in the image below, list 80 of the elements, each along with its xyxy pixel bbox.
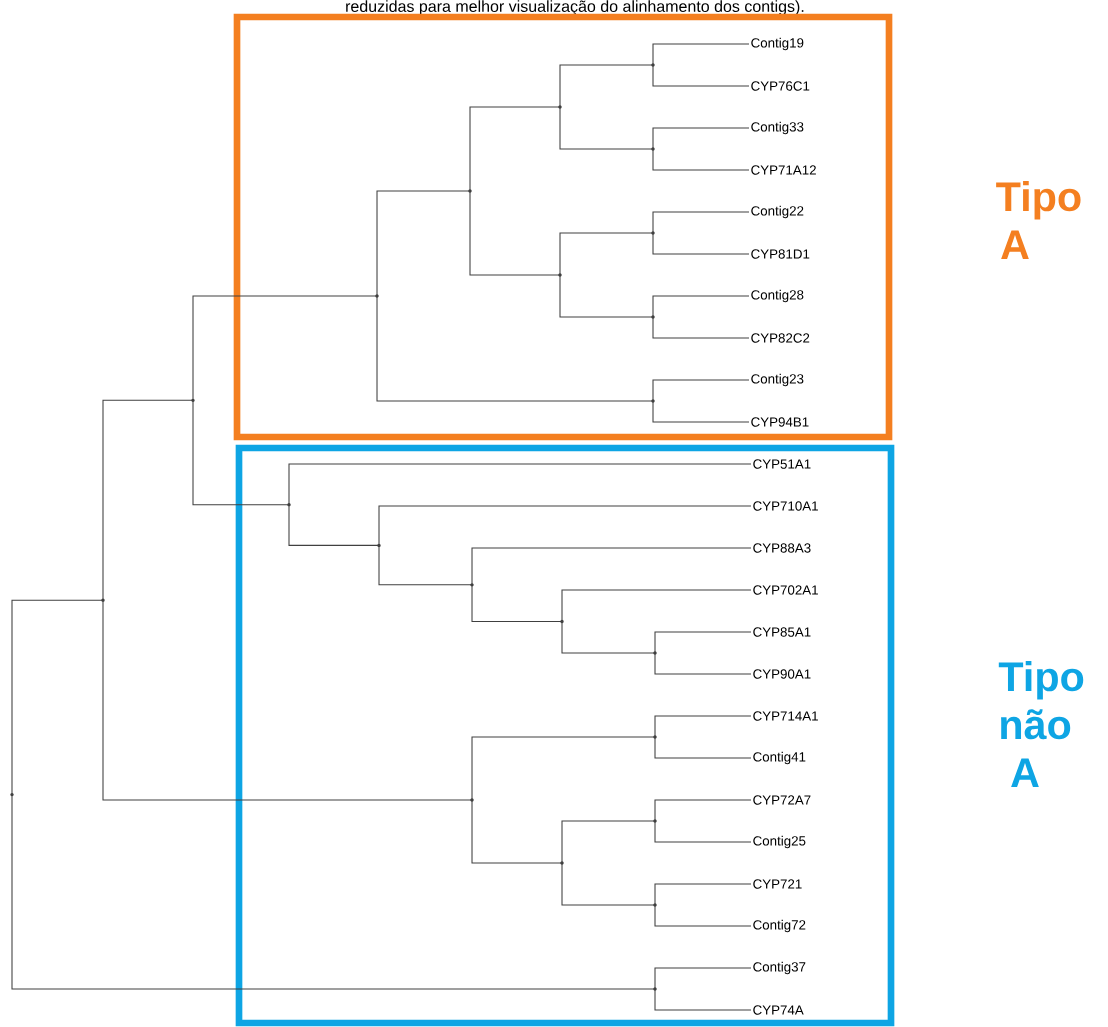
tree-branch [561,620,656,654]
tree-branch [288,504,380,546]
leaf-label: CYP94B1 [751,417,809,427]
leaf-label: Contig28 [751,289,804,303]
tree-branch [654,631,752,654]
tree-branch [469,106,561,192]
leaf-label: CYP90A1 [753,669,811,679]
leaf-label: Contig23 [751,373,804,387]
tree-branch [11,599,104,796]
leaf-label: Contig72 [753,919,806,933]
tree-branch [559,64,654,108]
branch-point [191,398,195,402]
tree-branch [471,799,563,864]
node-label: Tipo não A [998,661,1084,787]
branch-point [10,792,14,797]
branch-point [470,583,474,587]
tree-branch [652,316,750,339]
leaf-label: CYP71A12 [751,165,816,175]
leaf-label: CYP721 [753,879,802,889]
tree-branch [652,295,750,318]
tree-branch [192,399,290,506]
tree-branch [654,715,752,738]
tree-branch [654,967,752,990]
tree-branch [11,794,656,990]
leaf-label: Contig33 [751,121,804,135]
tree-branch [654,736,752,759]
leaf-label: CYP51A1 [753,459,811,469]
leaf-label: CYP714A1 [753,711,818,721]
tree-branch [654,904,752,927]
tree-branch [471,736,656,801]
tree-branch [559,106,654,150]
tree-branch [652,127,750,150]
leaf-label: CYP81D1 [751,249,810,259]
branch-point [560,619,564,624]
branch-point [101,598,105,602]
tree-branch [654,652,752,675]
tree-branch [378,544,473,586]
tree-branch [652,43,750,66]
tree-branch [102,599,473,801]
tree-branch [559,232,654,276]
leaf-label: CYP76C1 [751,81,810,91]
tree-branch [652,211,750,234]
note-text: reduzidas para melhor visualização do alinhamento dos contigs). [346,0,804,16]
node-label: Tipo A [996,181,1081,259]
tree-branch [376,190,471,297]
leaf-label: Contig37 [753,961,806,975]
leaf-label: Contig22 [751,205,804,219]
tree-branch [471,547,752,586]
tree-branch [288,463,752,506]
leaf-label: CYP702A1 [753,585,818,595]
tree-branch [654,820,752,843]
branch-point [287,503,291,507]
branch-point [377,543,381,548]
tree-branch [559,274,654,318]
tree-branch [561,589,752,623]
leaf-label: CYP74A [753,1005,804,1015]
leaf-label: CYP710A1 [753,501,818,511]
leaf-label: Contig41 [753,751,806,765]
tree-branch [561,862,656,906]
tree-branch [471,584,563,623]
tree-branch [654,988,752,1011]
tree-branch [192,295,378,401]
tree-branch [652,379,750,402]
tree-branch [378,505,752,546]
tree-branch [654,883,752,906]
leaf-label: CYP88A3 [753,543,811,553]
tree-branch [652,64,750,87]
tree-branch [561,820,656,864]
tree-branch [469,190,561,276]
leaf-label: Contig19 [751,37,804,51]
leaf-label: CYP85A1 [753,627,811,637]
leaf-label: Contig25 [753,835,806,849]
tree-branch [652,400,750,423]
tree-branch [376,295,654,402]
tree-branch [654,799,752,822]
leaf-label: CYP72A7 [753,795,811,805]
tree-branch [652,232,750,255]
tree-branch [102,399,194,601]
tree-branch [652,148,750,171]
leaf-label: CYP82C2 [751,333,810,343]
